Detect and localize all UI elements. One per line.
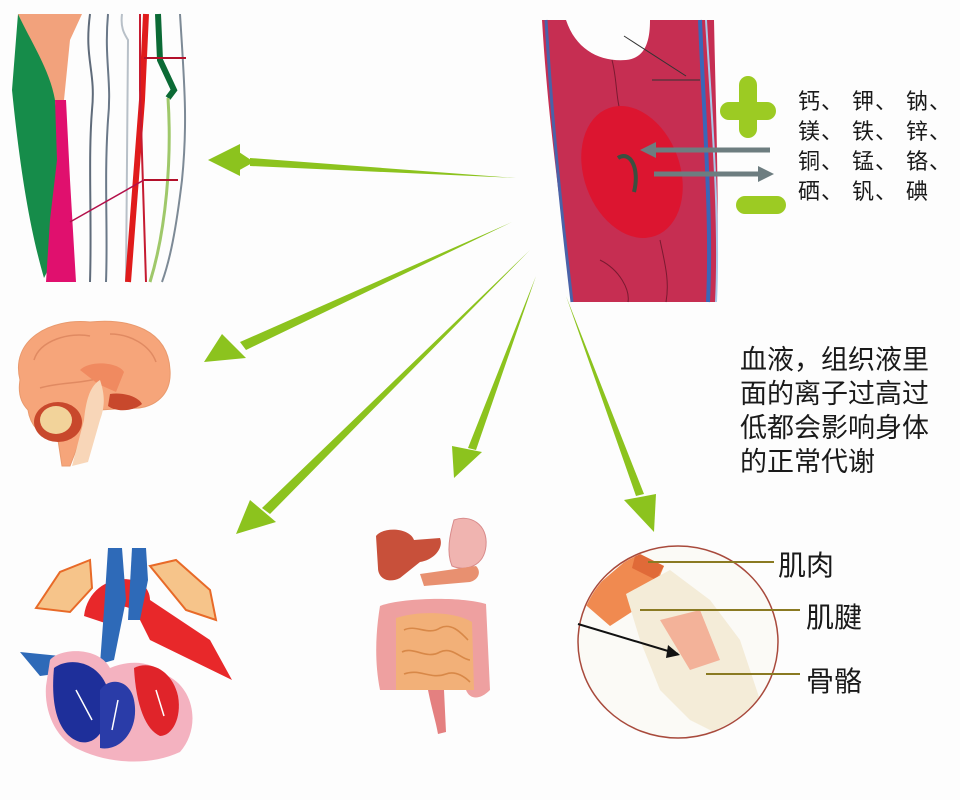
heart-illustration (20, 548, 232, 762)
ion-row: 铜、 锰、 铬、 (798, 148, 960, 178)
ion-item: 碘 (906, 180, 930, 205)
ion-item: 锰、 (852, 150, 899, 175)
note-line: 面的离子过高过 (740, 379, 929, 410)
minus-icon (736, 196, 786, 214)
ion-item: 锌、 (906, 120, 953, 145)
digestive-illustration (376, 517, 490, 734)
ion-list: 钙、 钾、 钠、 镁、 铁、 锌、 铜、 锰、 铬、 硒、 钒、 碘 (798, 88, 960, 208)
ion-item: 钾、 (852, 90, 899, 115)
label-muscle: 肌肉 (778, 549, 835, 582)
label-bone: 骨骼 (806, 665, 863, 698)
joint-illustration (577, 545, 800, 739)
arrow-to-leg (208, 144, 516, 178)
ion-item: 硒、 (798, 180, 845, 205)
blood-vessel-illustration (542, 19, 774, 303)
arrow-to-joint (566, 296, 656, 532)
ion-row: 钙、 钾、 钠、 (798, 88, 960, 118)
note-line: 血液，组织液里 (740, 345, 929, 376)
ion-item: 铁、 (852, 120, 899, 145)
ion-row: 镁、 铁、 锌、 (798, 118, 960, 148)
ion-item: 钒、 (852, 180, 899, 205)
ion-item: 铬、 (906, 150, 953, 175)
arrow-to-heart (236, 250, 530, 534)
plus-icon (720, 76, 776, 138)
leg-illustration (12, 13, 187, 283)
ion-item: 钠、 (906, 90, 953, 115)
arrow-to-digestive (452, 276, 536, 478)
note-line: 的正常代谢 (740, 447, 875, 478)
ion-item: 钙、 (798, 90, 845, 115)
ion-item: 铜、 (798, 150, 845, 175)
note-line: 低都会影响身体 (740, 413, 929, 444)
ion-item: 镁、 (798, 120, 845, 145)
arrow-to-brain (204, 222, 512, 362)
ion-row: 硒、 钒、 碘 (798, 178, 960, 208)
brain-illustration (18, 320, 171, 467)
explanation-note: 血液，组织液里 面的离子过高过 低都会影响身体 的正常代谢 (740, 344, 955, 480)
label-tendon: 肌腱 (806, 601, 863, 634)
